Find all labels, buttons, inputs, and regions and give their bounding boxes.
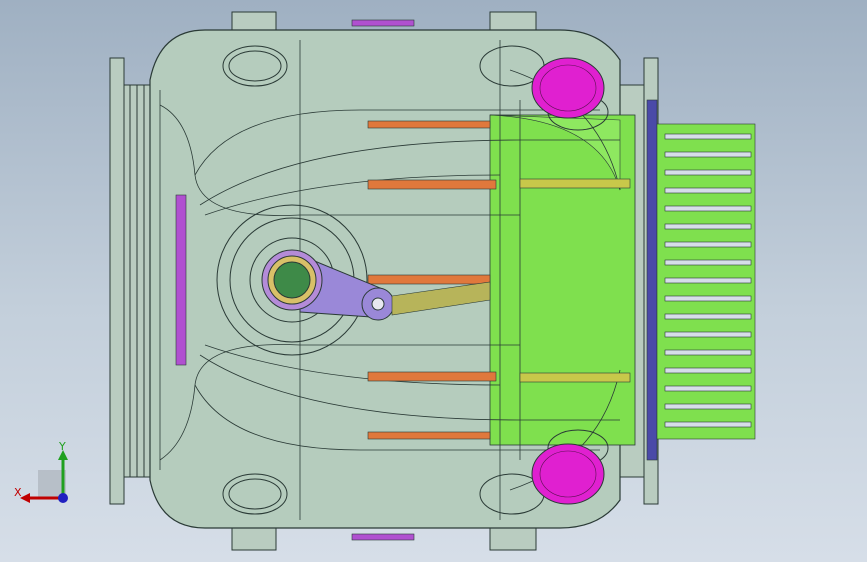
housing-contour-lines <box>159 40 621 520</box>
blue-mounting-plate <box>646 99 658 461</box>
x-axis-arrow <box>20 493 30 503</box>
top-port-plate <box>351 19 415 27</box>
yellow-slots <box>519 178 631 383</box>
left-flange <box>109 57 153 505</box>
link-bar <box>391 281 491 316</box>
y-axis-label: Y <box>58 440 66 453</box>
z-axis-dot <box>58 493 68 503</box>
crank-pin-hole <box>371 297 385 311</box>
y-axis-arrow <box>58 450 68 460</box>
bottom-port-plate <box>351 533 415 541</box>
triad-shadow <box>38 470 66 498</box>
magenta-cover-top <box>531 57 605 119</box>
shaft-core <box>273 261 311 299</box>
cooling-fins <box>656 123 756 440</box>
x-axis-label: X <box>14 486 22 499</box>
left-inspection-strip <box>175 194 187 366</box>
coordinate-axis-triad-icon: Y X <box>14 440 68 503</box>
orange-slots <box>367 120 497 440</box>
green-housing-block <box>489 114 636 446</box>
magenta-cover-bottom <box>531 443 605 505</box>
